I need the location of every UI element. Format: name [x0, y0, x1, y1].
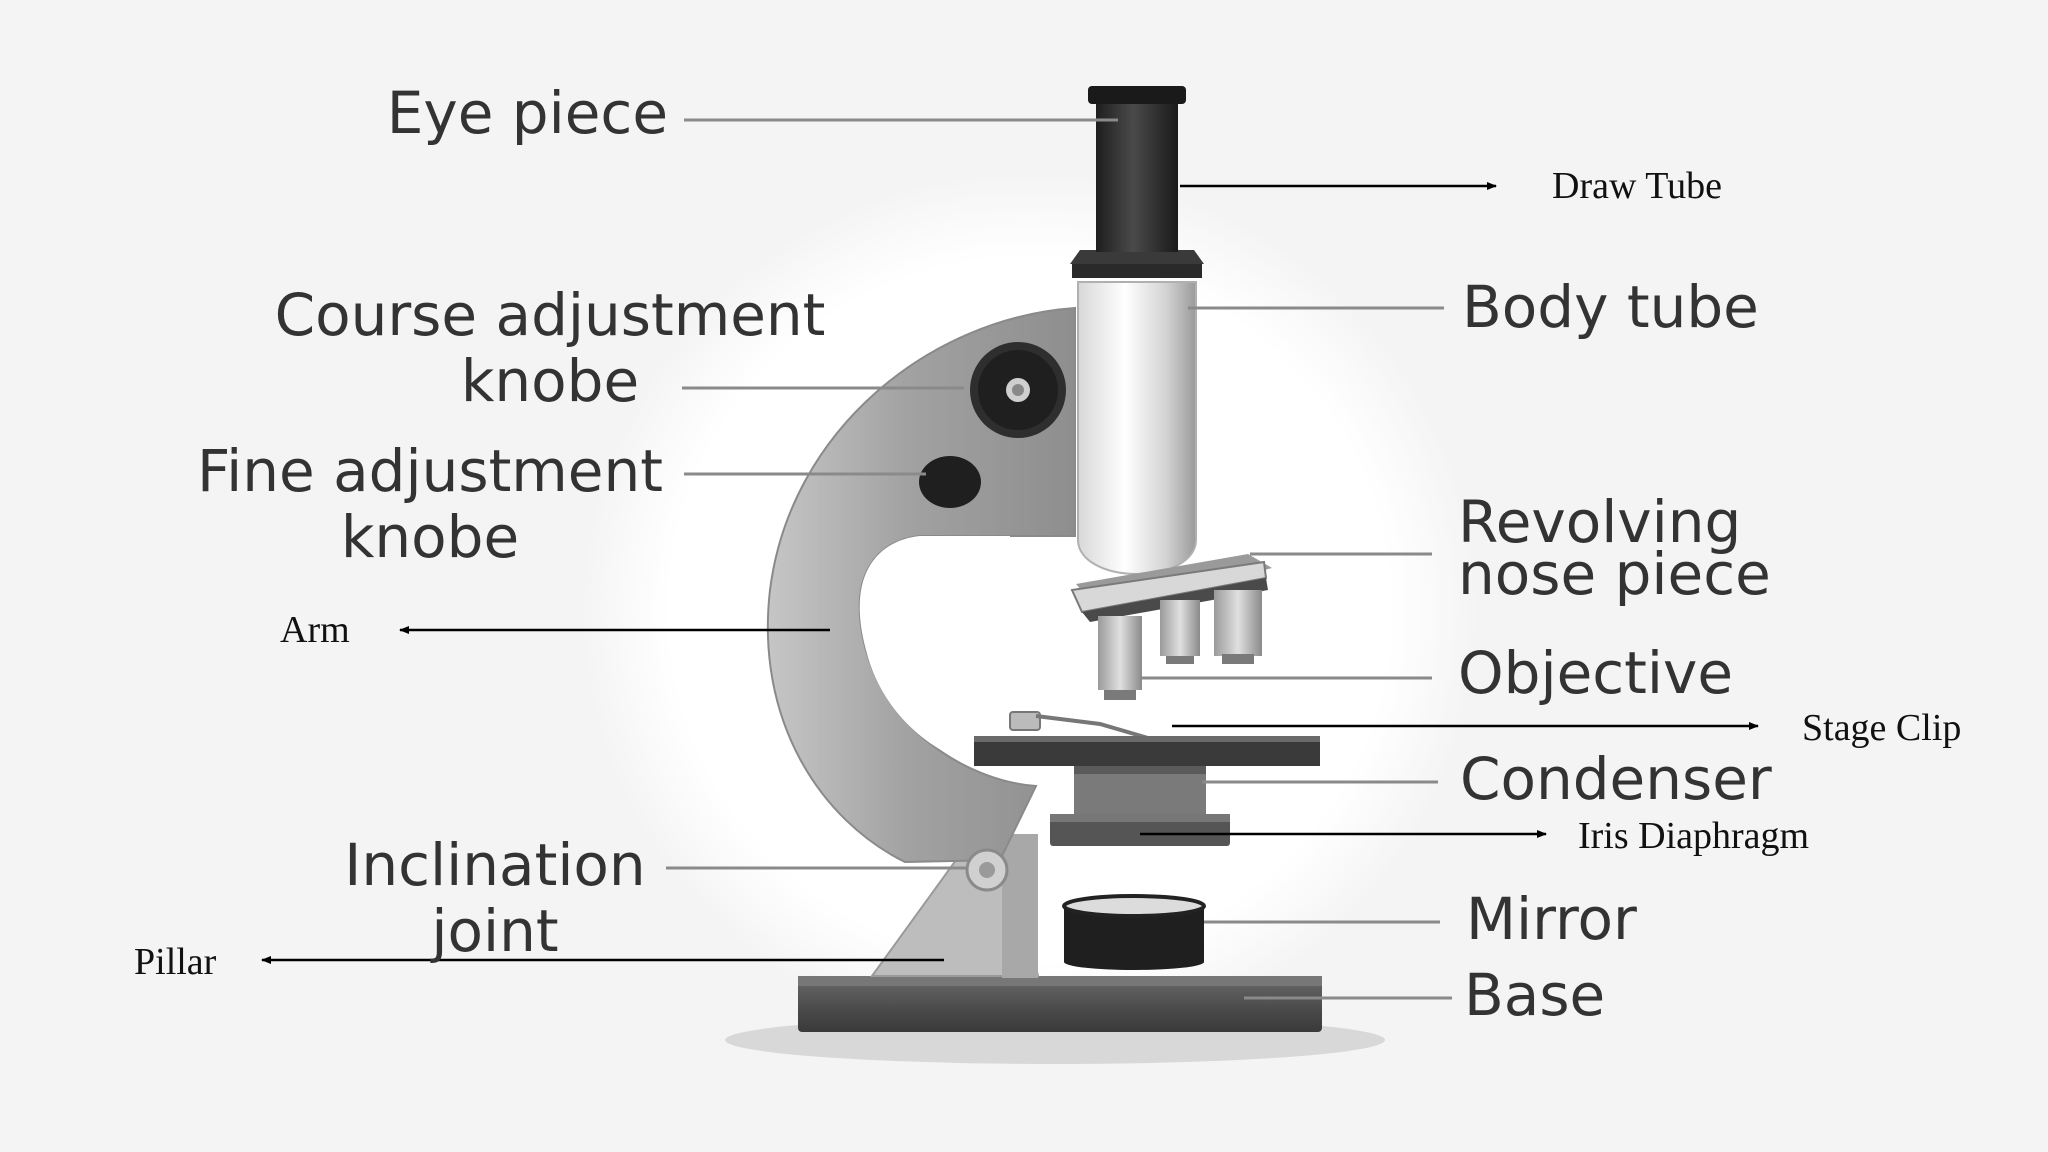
body-tube-part: [1077, 281, 1197, 576]
label-mirror: Mirror: [1466, 885, 1637, 953]
label-eye-piece: Eye piece: [386, 79, 668, 147]
label-body-tube: Body tube: [1462, 273, 1759, 341]
background-halo: [580, 170, 1480, 1050]
mirror-part: [1062, 894, 1206, 970]
objectives-part: [1098, 590, 1262, 700]
label-arm: Arm: [280, 609, 350, 651]
label-iris-diaphragm: Iris Diaphragm: [1578, 815, 1810, 857]
label-fine-adjustment: Fine adjustment knobe: [196, 437, 663, 571]
draw-tube-part: [1096, 92, 1178, 252]
arrow-lines: [261, 182, 1759, 964]
label-course-adjustment: Course adjustment knobe: [274, 281, 826, 415]
label-pillar: Pillar: [134, 941, 217, 983]
label-stage-clip: Stage Clip: [1802, 707, 1962, 749]
label-condenser: Condenser: [1460, 745, 1772, 813]
fine-knob-part: [919, 456, 981, 508]
label-revolving-nose-piece: Revolving nose piece: [1458, 488, 1771, 608]
leader-lines: [666, 118, 1452, 1000]
stage-clip-part: [1009, 711, 1149, 740]
label-base: Base: [1464, 961, 1606, 1029]
label-draw-tube: Draw Tube: [1552, 165, 1722, 207]
label-objective: Objective: [1458, 639, 1734, 707]
base-part: [798, 976, 1322, 1032]
label-inclination-joint: Inclination joint: [344, 831, 646, 965]
